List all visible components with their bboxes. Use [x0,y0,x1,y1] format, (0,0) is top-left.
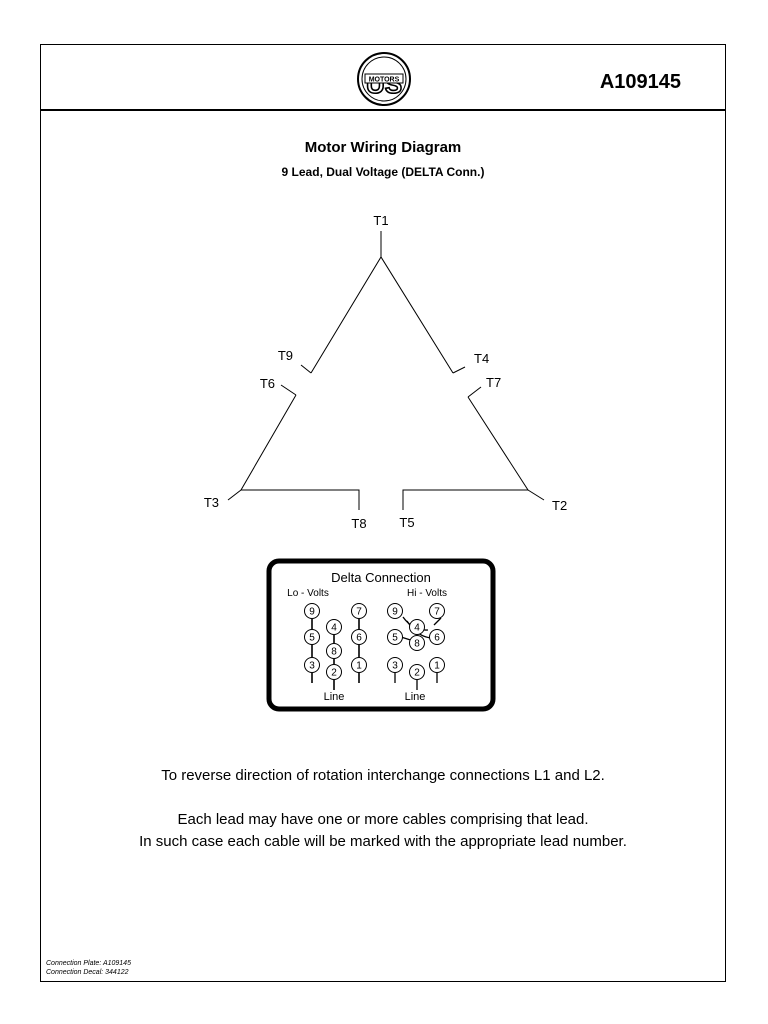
t9-lead [300,364,312,374]
right-winding [402,396,529,510]
part-number: A109145 [599,71,681,93]
terminal-labels: T1 T9 T4 T6 T7 T3 T2 T8 T5 [204,213,567,531]
terminal-t3-label: T3 [204,495,219,510]
lo-volts-terminals: 9 4 7 5 8 6 3 2 1 [304,603,367,680]
hi-terminal-1: 1 [434,661,440,672]
terminal-t9-label: T9 [278,348,293,363]
delta-wiring-diagram: T1 T9 T4 T6 T7 T3 T2 T8 T5 Delta Connect… [204,213,567,712]
lo-volts-line-label: Line [324,691,345,703]
hi-terminal-6: 6 [434,633,440,644]
t3-lead [227,489,242,501]
cable-lead-note: Each lead may have one or more cables co… [177,811,589,828]
logo-band-text: MOTORS [369,77,400,84]
connection-plate-footer: Connection Plate: A109145 [46,960,131,967]
lo-terminal-7: 7 [356,607,362,618]
lo-volts-jumpers [311,619,360,690]
terminal-t4-label: T4 [474,351,489,366]
hi-terminal-4: 4 [414,623,420,634]
us-motors-logo-icon: US MOTORS [357,52,411,106]
t6-lead [280,384,297,396]
lo-terminal-5: 5 [309,633,315,644]
reverse-rotation-note: To reverse direction of rotation interch… [161,767,605,784]
lo-terminal-2: 2 [331,668,337,679]
left-winding [240,394,360,510]
lo-terminal-3: 3 [309,661,315,672]
terminal-t5-label: T5 [399,515,414,530]
lo-terminal-9: 9 [309,607,315,618]
t4-lead [452,366,466,374]
terminal-t6-label: T6 [260,376,275,391]
terminal-t2-label: T2 [552,498,567,513]
hi-volts-line-label: Line [405,691,426,703]
hi-terminal-8: 8 [414,639,420,650]
hi-terminal-7: 7 [434,607,440,618]
t2-lead [527,489,545,501]
hi-terminal-5: 5 [392,633,398,644]
top-winding [310,256,454,374]
wiring-sheet: US MOTORS A109145 Motor Wiring Diagram 9… [40,44,726,982]
hi-jumper-4-7 [433,617,442,626]
hi-terminal-9: 9 [392,607,398,618]
lo-terminal-6: 6 [356,633,362,644]
hi-volts-label: Hi - Volts [407,588,447,599]
diagram-title: Motor Wiring Diagram [304,139,462,156]
cable-marking-note: In such case each cable will be marked w… [139,833,627,850]
t7-lead [467,386,482,398]
hi-volts-terminals: 9 4 7 5 8 6 3 2 1 [387,603,445,680]
connection-box-title: Delta Connection [331,570,431,585]
lo-terminal-4: 4 [331,623,337,634]
header-divider [41,109,725,111]
lo-terminal-1: 1 [356,661,362,672]
hi-terminal-3: 3 [392,661,398,672]
delta-winding-lines [227,231,545,510]
lo-terminal-8: 8 [331,647,337,658]
terminal-t1-label: T1 [373,213,388,228]
lo-volts-label: Lo - Volts [287,588,329,599]
diagram-subtitle: 9 Lead, Dual Voltage (DELTA Conn.) [281,165,485,179]
terminal-t7-label: T7 [486,375,501,390]
hi-terminal-2: 2 [414,668,420,679]
terminal-t8-label: T8 [351,516,366,531]
connection-decal-footer: Connection Decal: 344122 [46,969,129,976]
